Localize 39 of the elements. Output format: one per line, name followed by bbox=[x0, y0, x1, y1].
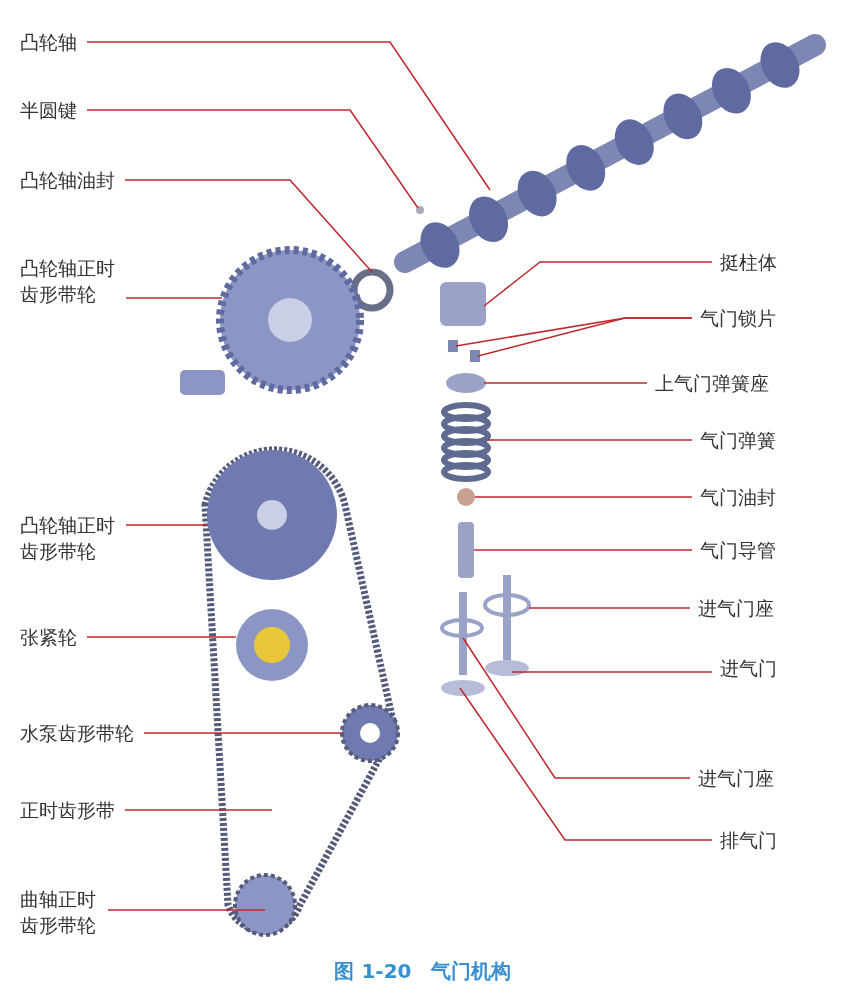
leader-line bbox=[511, 671, 713, 673]
leader-line bbox=[125, 297, 223, 299]
part-label: 气门油封 bbox=[700, 484, 776, 510]
part-label: 凸轮轴正时齿形带轮 bbox=[20, 512, 116, 564]
leader-line bbox=[487, 439, 693, 441]
part-label: 张紧轮 bbox=[20, 624, 77, 650]
leader-line bbox=[124, 179, 373, 273]
part-label: 上气门弹簧座 bbox=[655, 370, 769, 396]
figure-caption: 图 1-20 气门机构 bbox=[333, 958, 513, 985]
part-label: 进气门 bbox=[720, 655, 777, 681]
leader-line bbox=[459, 687, 713, 841]
part-label: 水泵齿形带轮 bbox=[20, 720, 134, 746]
leader-line bbox=[86, 41, 491, 191]
leader-line bbox=[473, 549, 693, 551]
leader-line bbox=[477, 317, 693, 357]
leader-line bbox=[86, 636, 237, 638]
part-label: 进气门座 bbox=[698, 595, 774, 621]
leader-line bbox=[107, 909, 266, 911]
part-label: 半圆键 bbox=[20, 97, 77, 123]
part-label: 气门弹簧 bbox=[700, 427, 776, 453]
leader-line bbox=[86, 109, 419, 209]
leader-line bbox=[528, 607, 691, 609]
part-label: 挺柱体 bbox=[720, 249, 777, 275]
part-label: 气门锁片 bbox=[700, 305, 776, 331]
leader-line bbox=[462, 637, 691, 779]
part-label: 正时齿形带 bbox=[20, 797, 115, 823]
leader-line bbox=[483, 261, 713, 307]
leader-line bbox=[483, 382, 648, 384]
part-label: 排气门 bbox=[720, 827, 777, 853]
leader-line bbox=[143, 732, 343, 734]
leader-line bbox=[125, 524, 208, 526]
leader-line bbox=[124, 809, 273, 811]
part-label: 凸轮轴正时齿形带轮 bbox=[20, 255, 116, 307]
part-label: 曲轴正时齿形带轮 bbox=[20, 886, 98, 938]
part-label: 气门导管 bbox=[700, 537, 776, 563]
part-label: 凸轮轴油封 bbox=[20, 167, 115, 193]
leader-line bbox=[474, 496, 693, 498]
part-label: 进气门座 bbox=[698, 765, 774, 791]
part-label: 凸轮轴 bbox=[20, 29, 77, 55]
